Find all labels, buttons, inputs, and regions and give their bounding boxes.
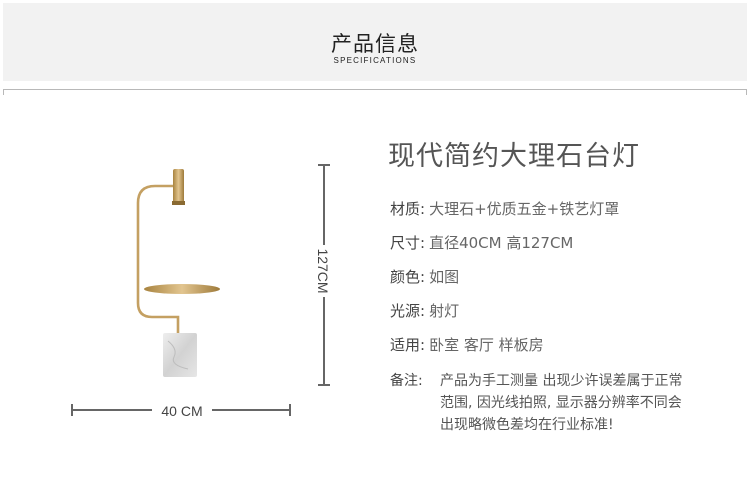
height-label: 127CM <box>315 248 331 293</box>
note-text: 产品为手工测量 出现少许误差属于正常 范围, 因光线拍照, 显示器分辨率不同会 … <box>440 370 682 436</box>
spec-label: 适用: <box>390 336 426 354</box>
header-banner <box>3 3 747 81</box>
divider-line <box>3 89 747 90</box>
note-line: 范围, 因光线拍照, 显示器分辨率不同会 <box>440 395 682 411</box>
spec-label: 尺寸: <box>390 234 426 252</box>
spec-value: 大理石+优质五金+铁艺灯罩 <box>429 200 620 218</box>
width-label: 40 CM <box>161 403 202 419</box>
marble-base <box>163 333 197 377</box>
note-line: 产品为手工测量 出现少许误差属于正常 <box>440 373 683 389</box>
lamp-head <box>173 169 184 203</box>
lamp-illustration: 40 CM 127CM <box>71 164 333 419</box>
spec-light-source: 光源:射灯 <box>390 300 459 321</box>
spec-value: 直径40CM 高127CM <box>429 234 574 252</box>
spec-label: 光源: <box>390 302 426 320</box>
lamp-arm <box>136 184 180 335</box>
note-label: 备注: <box>390 373 423 389</box>
note-line: 出现略微色差均在行业标准! <box>440 417 614 433</box>
product-title: 现代简约大理石台灯 <box>388 141 640 172</box>
spec-usage: 适用:卧室 客厅 样板房 <box>390 334 544 355</box>
spec-value: 如图 <box>429 268 460 286</box>
section-subtitle: SPECIFICATIONS <box>333 56 417 65</box>
spec-value: 卧室 客厅 样板房 <box>429 336 544 354</box>
divider-cap-left <box>3 89 4 95</box>
spec-color: 颜色:如图 <box>390 266 459 287</box>
spec-material: 材质:大理石+优质五金+铁艺灯罩 <box>390 198 619 219</box>
spec-label: 材质: <box>390 200 426 218</box>
divider-cap-right <box>746 89 747 95</box>
section-title: 产品信息 <box>331 32 419 56</box>
lamp-tray <box>144 284 220 294</box>
spec-size: 尺寸:直径40CM 高127CM <box>390 232 573 253</box>
spec-label: 颜色: <box>390 268 426 286</box>
spec-value: 射灯 <box>429 302 460 320</box>
